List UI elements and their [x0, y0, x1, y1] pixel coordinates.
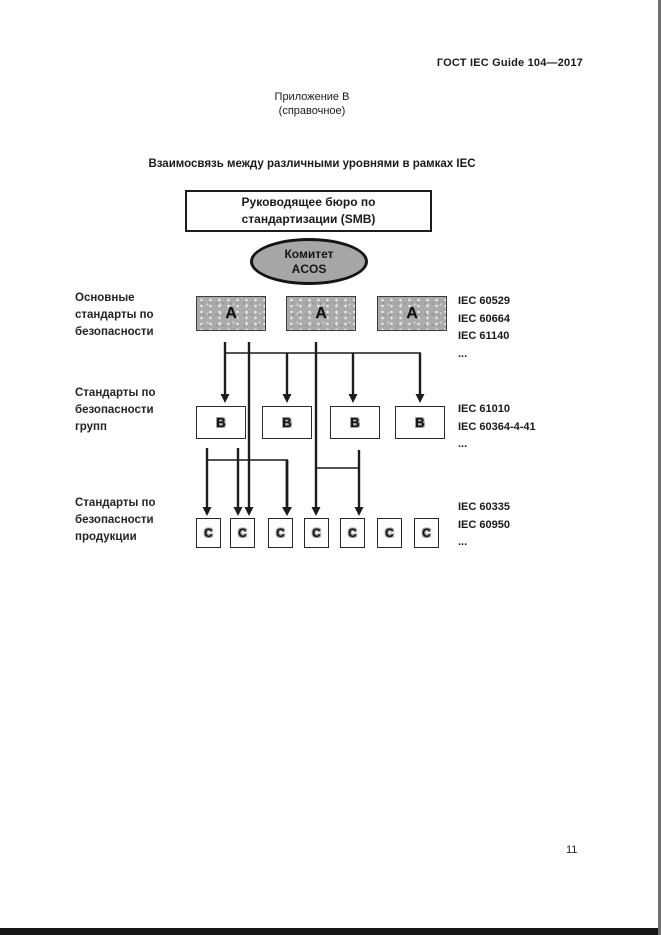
standard-ref: ... — [458, 347, 468, 360]
scan-edge-bottom — [0, 928, 661, 935]
scan-edge-right — [658, 0, 661, 935]
appendix-type-note: (справочное) — [278, 105, 346, 117]
standard-ref: IEC 60950 — [458, 518, 510, 531]
standard-ref: IEC 60664 — [458, 312, 510, 325]
standard-ref: IEC 61140 — [458, 330, 510, 342]
page-number: 11 — [566, 844, 578, 856]
a-to-b-connectors — [220, 342, 425, 403]
standard-ref: IEC 60364-4-41 — [458, 420, 536, 433]
smb-bureau-box: Руководящее бюро по стандартизации (SMB) — [185, 190, 432, 232]
level-b-box: B — [395, 406, 445, 439]
level-c-box: C — [340, 518, 365, 548]
level-c-box: C — [268, 518, 293, 548]
standards-list-c: IEC 60335 IEC 60950 ... — [458, 499, 588, 552]
level-c-box: C — [304, 518, 329, 548]
level-c-label: Стандарты по безопасности продукции — [75, 497, 156, 543]
level-c-box: C — [377, 518, 402, 548]
standard-ref: IEC 60529 — [458, 295, 510, 307]
level-a-box: A — [196, 296, 266, 331]
level-b-box: B — [196, 406, 246, 439]
standards-list-a: IEC 60529 IEC 60664 IEC 61140 ... — [458, 293, 588, 363]
acos-committee-ellipse: Комитет ACOS — [250, 238, 368, 285]
standard-ref: IEC 61010 — [458, 403, 510, 415]
document-header: ГОСТ IEC Guide 104—2017 — [436, 57, 583, 69]
standard-ref: IEC 60335 — [458, 501, 510, 513]
level-c-box: C — [196, 518, 221, 548]
standard-ref: ... — [458, 438, 468, 450]
level-b-box: B — [330, 406, 380, 439]
level-a-box: A — [377, 296, 447, 331]
figure-title: Взаимосвязь между различными уровнями в … — [148, 158, 476, 170]
level-b-label: Стандарты по безопасности групп — [75, 387, 156, 433]
b-to-c-connectors — [202, 448, 364, 516]
level-c-box: C — [230, 518, 255, 548]
level-b-box: B — [262, 406, 312, 439]
standards-list-b: IEC 61010 IEC 60364-4-41 ... — [458, 401, 588, 454]
level-a-label: Основные стандарты по безопасности — [75, 292, 154, 338]
level-c-box: C — [414, 518, 439, 548]
level-a-box: A — [286, 296, 356, 331]
appendix-label: Приложение В — [274, 91, 350, 103]
standard-ref: ... — [458, 536, 468, 548]
